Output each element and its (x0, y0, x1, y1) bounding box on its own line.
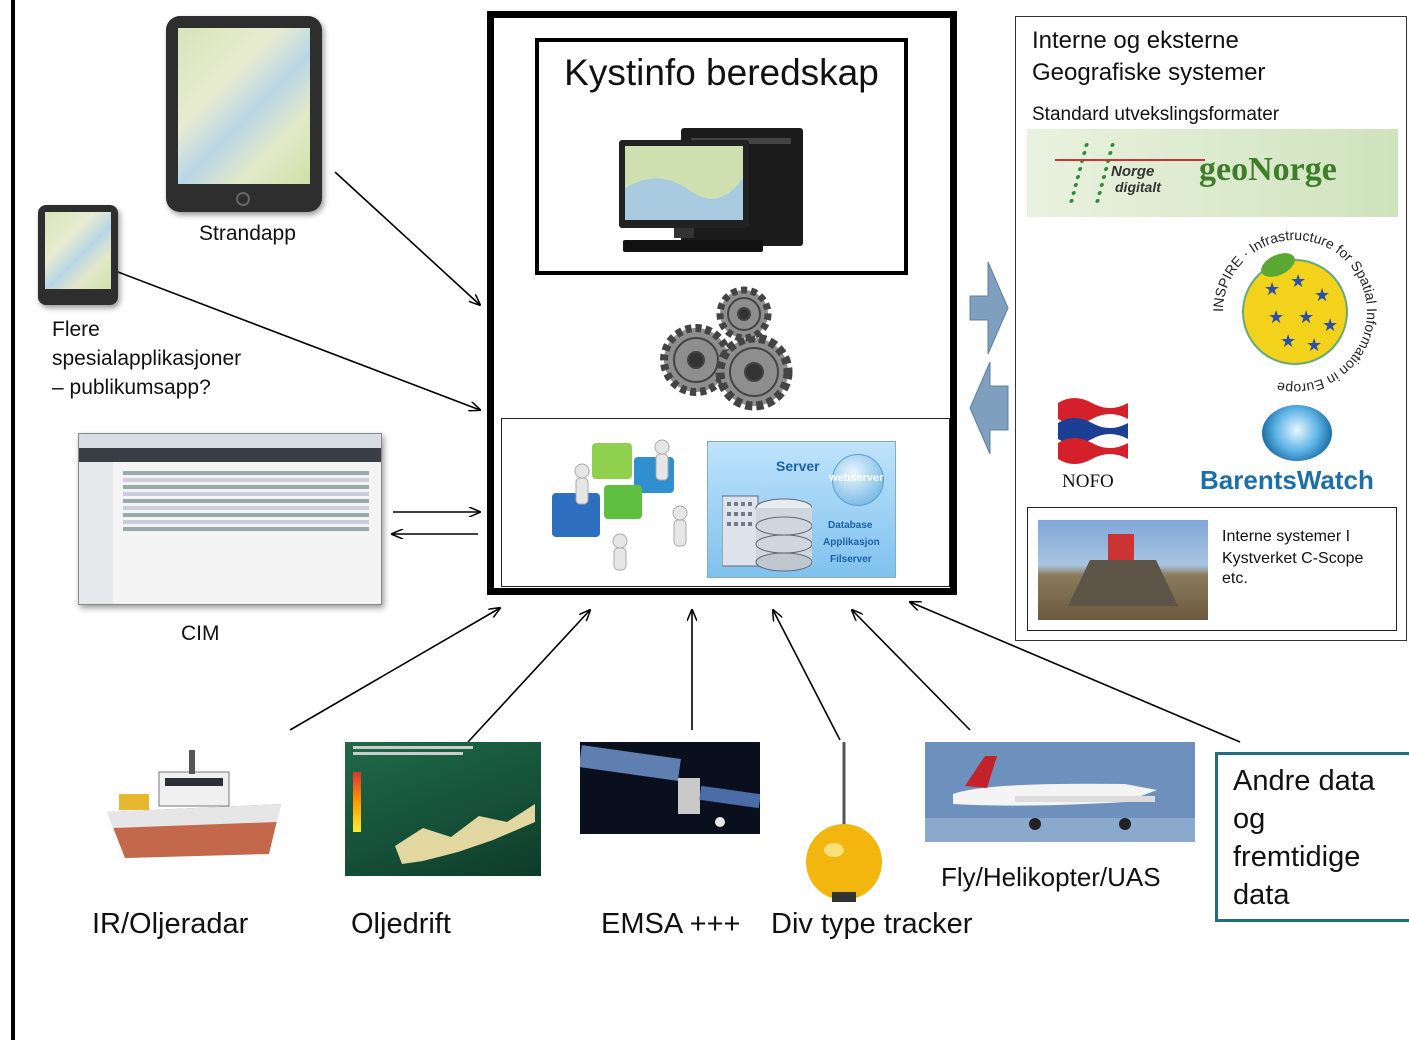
andre-line3: fremtidige (1233, 841, 1361, 873)
gears-icon (660, 286, 793, 411)
arrow-fly (852, 610, 971, 731)
cim-screenshot (78, 433, 382, 605)
panel-title-line2: Geografiske systemer (1032, 59, 1266, 86)
webserver-label: webserver (829, 472, 884, 484)
interne-systemer-box: Interne systemer I Kystverket C-Scope et… (1027, 507, 1397, 631)
svg-text:★: ★ (1268, 307, 1284, 327)
block-arrow-left (969, 361, 1009, 455)
left-border (11, 0, 15, 1040)
exchange-block-arrows (969, 261, 1009, 455)
globe-icon: webserver (829, 454, 884, 506)
andre-line2: og (1233, 803, 1266, 835)
desktop-computer-icon (619, 128, 803, 252)
geonorge-logo-text: geoNorge (1199, 151, 1337, 188)
satellite-image (580, 742, 760, 834)
block-arrow-right (969, 261, 1009, 355)
arrow-andre (910, 602, 1241, 743)
andre-data-box: Andre data og fremtidige data (1215, 752, 1409, 922)
kystinfo-main-box: Kystinfo beredskap (487, 11, 957, 595)
server-item-applikasjon: Applikasjon (823, 537, 880, 548)
panel-title-line1: Interne og eksterne (1032, 27, 1239, 54)
server-label: Server (776, 458, 820, 474)
server-item-filserver: Filserver (830, 554, 872, 565)
small-tablet-image (38, 205, 118, 305)
arrow-ir (289, 608, 500, 731)
arrow-strandapp (334, 171, 480, 305)
panel-subtitle: Standard utvekslingsformater (1032, 104, 1280, 125)
geonorge-banner: Norge digitalt geoNorge (1027, 129, 1398, 217)
bottom-source-label-oljedrift: Oljedrift (351, 908, 451, 940)
interne-line1: Interne systemer I (1222, 528, 1351, 545)
ship-image (99, 742, 289, 872)
strandapp-tablet-image (166, 16, 322, 212)
andre-line4: data (1233, 879, 1290, 911)
server-panel: Server webserver Database Applikasjon Fi… (707, 441, 896, 578)
svg-text:★: ★ (1280, 331, 1296, 351)
oil-drift-map-image (345, 742, 541, 876)
aircraft-image (925, 742, 1195, 842)
svg-text:★: ★ (1298, 307, 1314, 327)
arrow-flere (117, 271, 480, 410)
nofo-logo-icon (1058, 398, 1128, 464)
dna-helix-icon (1068, 143, 1116, 203)
svg-text:★: ★ (1264, 279, 1280, 299)
lighthouse-photo (1038, 520, 1208, 620)
puzzle-people-icon (552, 439, 688, 571)
bottom-source-label-fly: Fly/Helikopter/UAS (941, 862, 1161, 892)
svg-text:★: ★ (1322, 315, 1338, 335)
bottom-source-label-emsa: EMSA +++ (601, 908, 741, 940)
integration-box: Server webserver Database Applikasjon Fi… (501, 418, 950, 587)
svg-text:★: ★ (1314, 285, 1330, 305)
cim-label: CIM (181, 622, 220, 645)
interne-line2: Kystverket C-Scope (1222, 550, 1364, 567)
tracker-buoy-image (804, 742, 886, 908)
svg-text:★: ★ (1306, 335, 1322, 355)
flere-line3: – publikumsapp? (52, 376, 211, 399)
bottom-source-label-tracker: Div type tracker (771, 908, 973, 940)
geographic-systems-panel: Interne og eksterne Geografiske systemer… (1015, 16, 1407, 641)
interne-line3: etc. (1222, 570, 1248, 587)
kystinfo-title-box: Kystinfo beredskap (535, 38, 908, 275)
inspire-logo: ★★★ ★★★ ★★ INSPIRE · Infrastructure for … (1210, 227, 1380, 397)
flere-line2: spesialapplikasjoner (52, 347, 242, 370)
flere-line1: Flere (52, 318, 100, 341)
strandapp-label: Strandapp (199, 222, 296, 245)
barentswatch-label: BarentsWatch (1200, 465, 1374, 495)
kystinfo-title: Kystinfo beredskap (564, 52, 879, 93)
arrow-tracker (773, 610, 841, 741)
barentswatch-icon (1262, 405, 1332, 461)
andre-line1: Andre data (1233, 765, 1375, 797)
svg-text:★: ★ (1290, 271, 1306, 291)
norge-digitalt-line2: digitalt (1115, 179, 1161, 195)
server-item-database: Database (828, 520, 873, 531)
bottom-source-label-ir: IR/Oljeradar (92, 908, 249, 940)
norge-digitalt-line1: Norge (1111, 163, 1155, 180)
arrow-oljedrift (467, 610, 590, 743)
nofo-label: NOFO (1062, 471, 1114, 492)
server-rack-icon (722, 495, 812, 572)
